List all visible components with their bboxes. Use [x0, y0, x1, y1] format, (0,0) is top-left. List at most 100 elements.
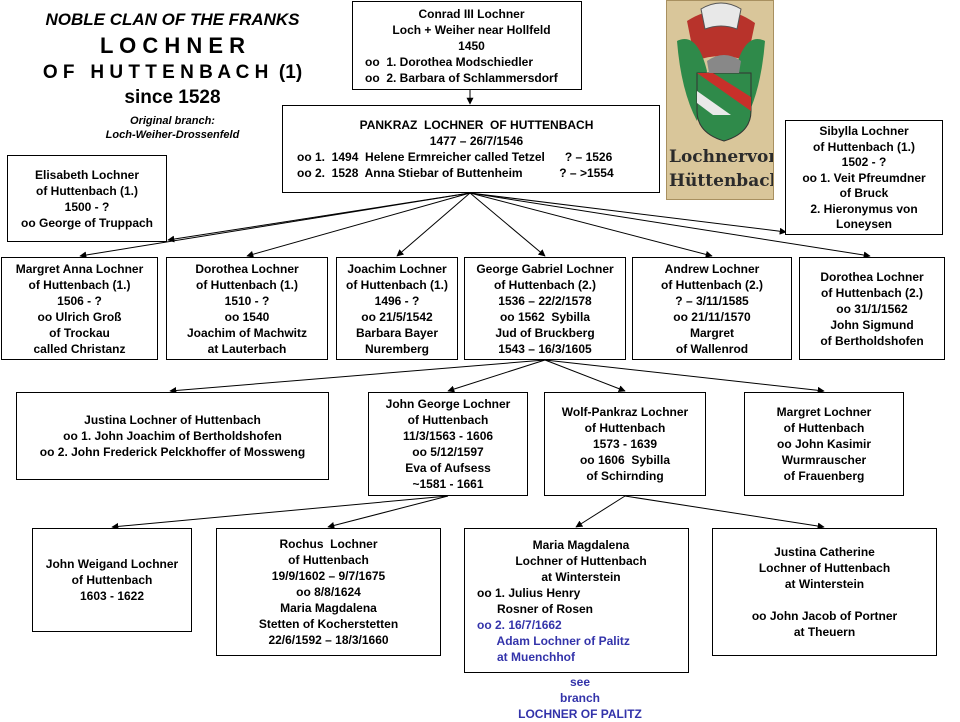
person-line: 1502 - ?: [841, 155, 887, 170]
person-line: at Muenchhof: [477, 649, 575, 664]
person-line: of Huttenbach (1.): [346, 277, 448, 292]
person-box-justina1: Justina Lochner of Huttenbach oo 1. John …: [16, 392, 329, 480]
person-line: oo Ulrich Groß: [37, 309, 122, 324]
person-line: at Winterstein: [784, 577, 865, 591]
title-line-2: L O C H N E R: [99, 33, 246, 58]
person-line: oo 2. 1528 Anna Stiebar of Buttenheim ? …: [297, 166, 614, 180]
connector-arrow: [447, 359, 546, 393]
person-line: oo John Kasimir: [776, 437, 871, 451]
person-line: George Gabriel Lochner: [476, 261, 614, 276]
person-line: oo 31/1/1562: [836, 301, 908, 316]
person-line: of Huttenbach: [71, 573, 153, 587]
note-line-3: LOCHNER OF PALITZ: [518, 707, 642, 721]
person-line: oo 21/5/1542: [361, 309, 433, 324]
person-line: oo 2. Barbara of Schlammersdorf: [365, 70, 558, 85]
person-line: Adam Lochner of Palitz: [477, 633, 630, 648]
title-line-5: Original branch:: [130, 115, 215, 127]
person-line: called Christanz: [33, 341, 126, 356]
person-line: oo John Jacob of Portner: [751, 609, 898, 623]
person-line: oo 1. John Joachim of Bertholdshofen: [63, 429, 282, 443]
person-line: 19/9/1602 – 9/7/1675: [271, 569, 386, 583]
person-line: Maria Magdalena: [280, 601, 377, 615]
note-line-1: see: [569, 675, 591, 689]
crest-caption-2: Hüttenbach: [669, 171, 774, 191]
person-line: of Huttenbach (1.): [36, 183, 138, 198]
person-line: oo 1540: [224, 309, 270, 324]
person-line: Lochner of Huttenbach: [515, 553, 647, 568]
person-line: Conrad III Lochner: [418, 6, 525, 21]
person-line: oo 1. 1494 Helene Ermreicher called Tetz…: [297, 150, 613, 164]
person-line: Jud of Bruckberg: [495, 325, 595, 340]
person-line: Sibylla Lochner: [819, 123, 909, 138]
person-line: John George Lochner: [385, 397, 511, 411]
person-line: Lochner of Huttenbach: [758, 561, 891, 575]
connector-arrow: [575, 495, 626, 528]
title-line-1: NOBLE CLAN OF THE FRANKS: [45, 10, 300, 29]
connector-arrow: [544, 359, 626, 392]
person-line: oo 21/11/1570: [673, 309, 751, 324]
person-line: of Huttenbach (1.): [813, 139, 915, 154]
person-line: Margret Anna Lochner: [15, 261, 144, 276]
person-line: oo 1. Julius Henry: [477, 585, 581, 600]
person-line: Dorothea Lochner: [820, 269, 924, 284]
connector-arrow: [469, 192, 787, 235]
person-line: oo 5/12/1597: [412, 445, 484, 459]
person-line: John Sigmund: [830, 317, 914, 332]
connector-arrow: [544, 359, 825, 394]
person-line: Eva of Aufsess: [405, 461, 491, 475]
person-line: Elisabeth Lochner: [34, 167, 140, 182]
person-line: 22/6/1592 – 18/3/1660: [268, 633, 389, 647]
person-line: oo 1. Dorothea Modschiedler: [365, 54, 534, 69]
person-line: Rosner of Rosen: [477, 601, 594, 616]
person-line: 1477 – 26/7/1546: [429, 134, 524, 148]
connector-arrow: [469, 192, 871, 259]
person-line: Loch + Weiher near Hollfeld: [392, 22, 551, 37]
crest-caption-1: Lochnervon: [669, 147, 774, 167]
person-line: of Huttenbach: [783, 421, 865, 435]
person-line: 2. Hieronymus von: [810, 201, 918, 216]
person-line: Wurmrauscher: [781, 453, 867, 467]
person-line: of Trockau: [49, 325, 110, 340]
person-line: [716, 592, 933, 608]
person-line: Justina Lochner of Huttenbach: [84, 413, 261, 427]
person-line: at Winterstein: [541, 569, 621, 584]
person-line: Joachim Lochner: [347, 261, 447, 276]
person-line: 1603 - 1622: [79, 589, 145, 603]
person-line: Nuremberg: [364, 341, 429, 356]
person-line: Rochus Lochner: [279, 537, 378, 551]
connector-arrow: [327, 495, 449, 529]
person-line: at Theuern: [793, 625, 856, 639]
person-line: 1573 - 1639: [592, 437, 658, 451]
person-line: ~1581 - 1661: [412, 477, 484, 491]
connector-arrow: [624, 495, 825, 530]
person-line: John Weigand Lochner: [45, 557, 179, 571]
person-line: Maria Magdalena: [532, 537, 630, 552]
person-line: Justina Catherine: [774, 545, 875, 559]
person-line: 11/3/1563 - 1606: [402, 429, 494, 443]
person-line: 1510 - ?: [224, 293, 270, 308]
person-line: of Huttenbach: [584, 421, 666, 435]
person-line: Loneysen: [835, 217, 892, 232]
person-line: of Huttenbach (2.): [661, 277, 763, 292]
person-line: Barbara Bayer: [355, 325, 439, 340]
person-line: 1506 - ?: [57, 293, 102, 308]
person-line: oo 8/8/1624: [296, 585, 361, 599]
person-line: of Huttenbach (1.): [196, 277, 298, 292]
person-line: of Schirnding: [586, 469, 664, 483]
connector-arrow: [469, 192, 546, 257]
person-line: of Huttenbach: [288, 553, 369, 567]
title-line-6: Loch-Weiher-Drossenfeld: [105, 129, 240, 141]
person-line: of Wallenrod: [675, 341, 749, 356]
